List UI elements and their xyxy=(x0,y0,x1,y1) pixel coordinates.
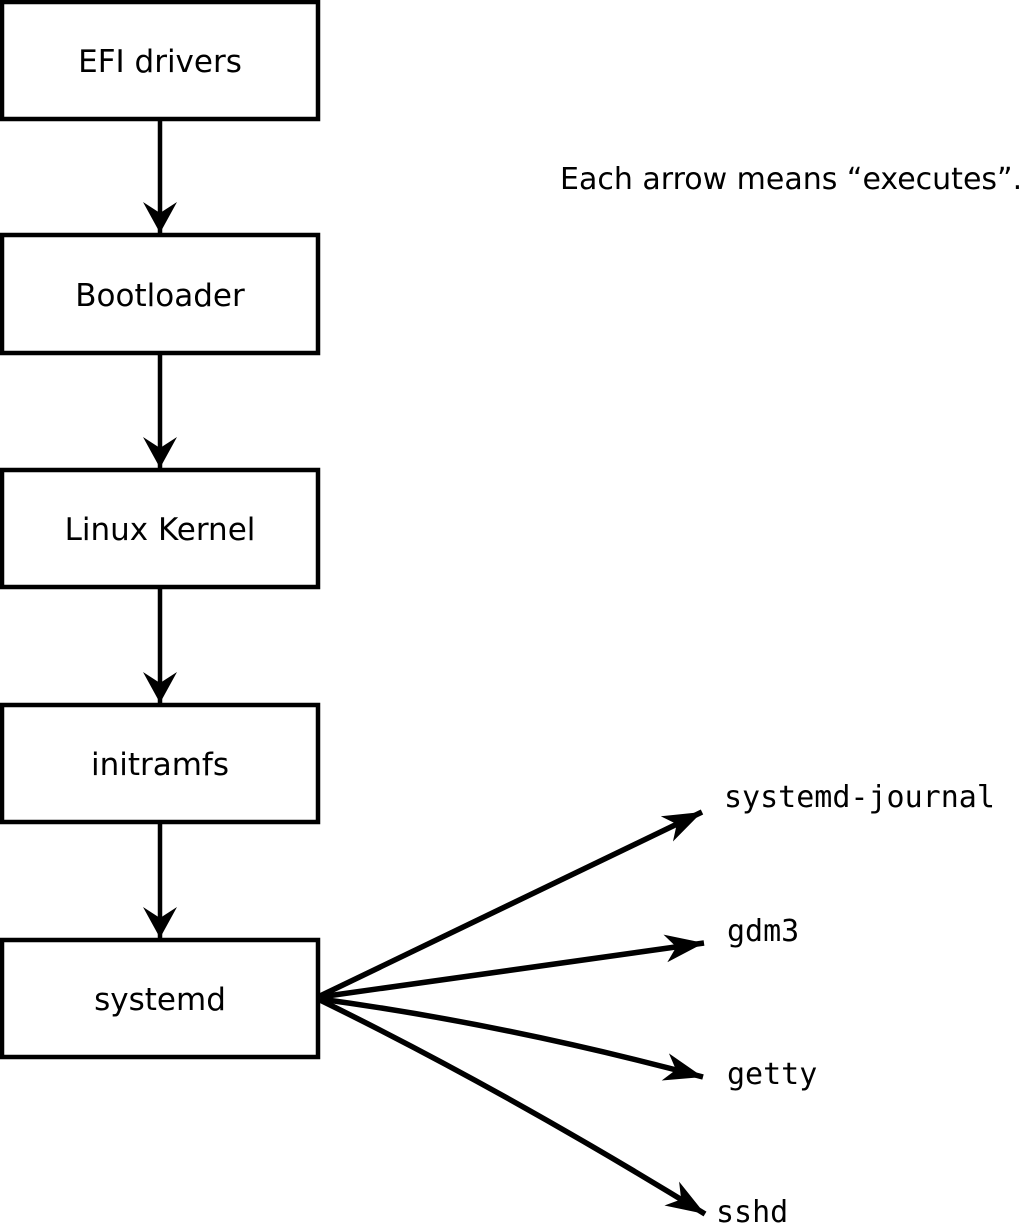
node-label-initramfs: initramfs xyxy=(91,747,229,783)
arrow-meaning-note: Each arrow means “executes”. xyxy=(560,162,1022,197)
node-bootloader: Bootloader xyxy=(0,232,321,356)
node-efi-drivers: EFI drivers xyxy=(0,0,321,122)
node-linux-kernel: Linux Kernel xyxy=(0,467,321,590)
node-label-linux-kernel: Linux Kernel xyxy=(65,512,256,548)
service-label-getty: getty xyxy=(727,1057,817,1092)
node-box-systemd xyxy=(0,937,321,1060)
service-label-systemd-journal: systemd-journal xyxy=(724,780,995,815)
node-box-initramfs xyxy=(0,702,321,825)
node-box-bootloader xyxy=(0,232,321,356)
node-initramfs: initramfs xyxy=(0,702,321,825)
service-label-gdm3: gdm3 xyxy=(727,914,799,949)
node-systemd: systemd xyxy=(0,937,321,1060)
arrow-systemd-to-sshd xyxy=(318,997,707,1217)
node-label-bootloader: Bootloader xyxy=(75,278,245,314)
arrow-systemd-to-systemd-journal xyxy=(318,809,704,999)
service-label-sshd: sshd xyxy=(716,1195,788,1230)
arrow-systemd-to-getty xyxy=(319,996,704,1081)
node-box-efi-drivers xyxy=(0,0,321,122)
arrow-systemd-to-gdm3 xyxy=(319,934,705,1000)
node-label-efi-drivers: EFI drivers xyxy=(78,44,242,80)
node-label-systemd: systemd xyxy=(94,982,226,1018)
